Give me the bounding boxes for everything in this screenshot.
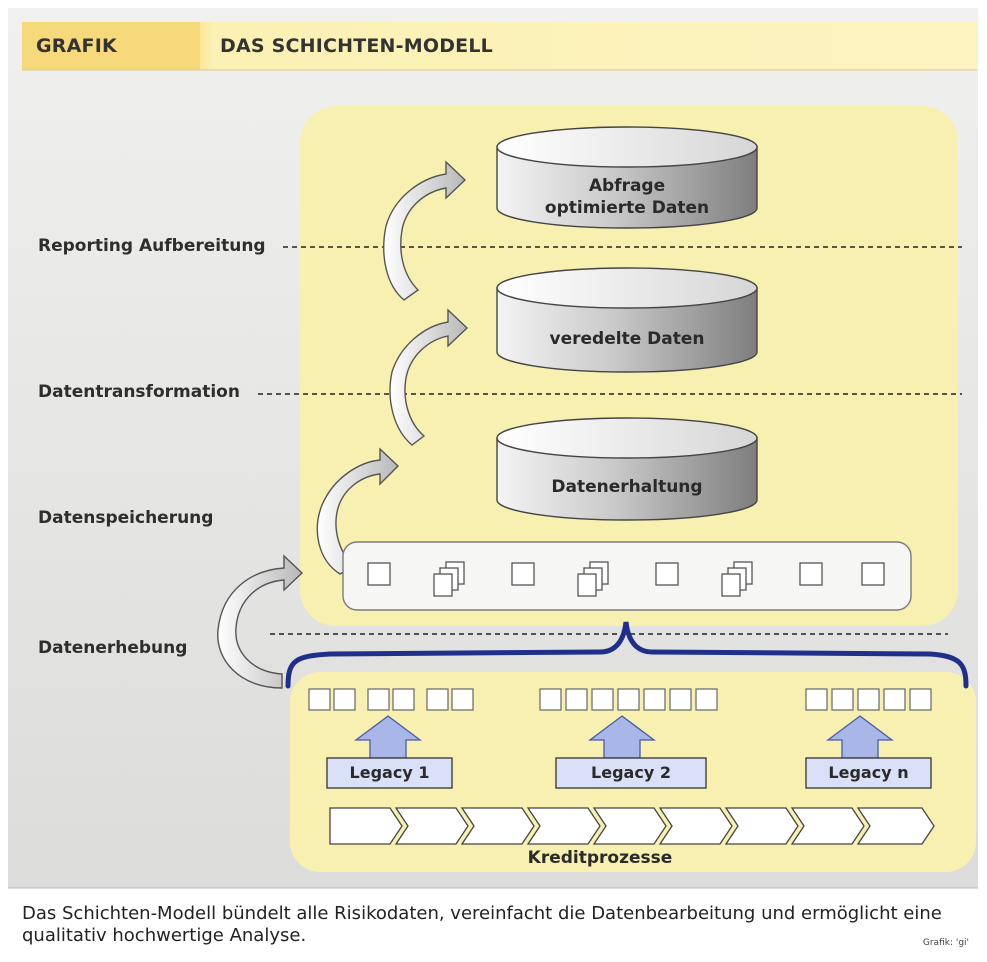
source-record-squares — [308, 688, 932, 711]
process-step-icon — [658, 807, 733, 845]
curved-arrow-1-icon — [217, 554, 304, 689]
brace-icon — [285, 621, 969, 689]
legacy-2-box — [555, 757, 707, 789]
database-bottom — [496, 417, 758, 521]
curved-arrow-2-icon — [316, 447, 400, 575]
layer-label-transformation: Datentransformation — [38, 382, 240, 402]
header-tag: GRAFIK — [36, 35, 117, 57]
process-label: Kreditprozesse — [527, 848, 673, 868]
legacy-2-label: Legacy 2 — [591, 763, 671, 782]
legacy-n-label: Legacy n — [828, 763, 909, 782]
process-step-icon — [592, 807, 667, 845]
data-tray — [342, 541, 912, 611]
legacy-1-box — [326, 757, 453, 789]
credit: Grafik: 'gi' — [922, 938, 969, 948]
legacy-n-box — [805, 757, 932, 789]
caption: Das Schichten-Modell bündelt alle Risiko… — [22, 903, 942, 946]
document-icon — [861, 562, 885, 586]
documents-stack-icon — [721, 573, 741, 597]
process-step-icon — [526, 807, 601, 845]
layer-label-collection: Datenerhebung — [38, 638, 188, 658]
process-chevrons — [329, 807, 935, 845]
layer-label-reporting: Reporting Aufbereitung — [38, 236, 266, 256]
database-top-label: Abfrage optimierte Daten — [497, 175, 757, 219]
database-middle — [496, 267, 758, 373]
legacy-1-label: Legacy 1 — [349, 763, 430, 782]
document-icon — [799, 562, 823, 586]
document-icon — [655, 562, 679, 586]
database-top — [496, 126, 758, 229]
process-step-icon — [460, 807, 535, 845]
document-icon — [511, 562, 535, 586]
process-step-icon — [724, 807, 799, 845]
curved-arrow-3-icon — [389, 308, 469, 446]
database-bottom-label: Datenerhaltung — [551, 477, 703, 497]
data-tray-items — [367, 561, 885, 597]
layer-label-storage: Datenspeicherung — [38, 508, 214, 528]
header-title: DAS SCHICHTEN-MODELL — [220, 35, 493, 57]
process-step-icon — [856, 807, 935, 845]
database-top-line2: optimierte Daten — [544, 198, 710, 218]
database-middle-label: veredelte Daten — [549, 329, 705, 349]
process-step-icon — [394, 807, 469, 845]
process-step-icon — [790, 807, 865, 845]
documents-stack-icon — [577, 573, 597, 597]
curved-arrow-4-icon — [383, 160, 467, 301]
process-step-icon — [329, 807, 403, 845]
database-top-line1: Abfrage — [588, 176, 666, 196]
document-icon — [367, 562, 391, 586]
documents-stack-icon — [433, 573, 453, 597]
header-tag-bg — [22, 22, 200, 70]
